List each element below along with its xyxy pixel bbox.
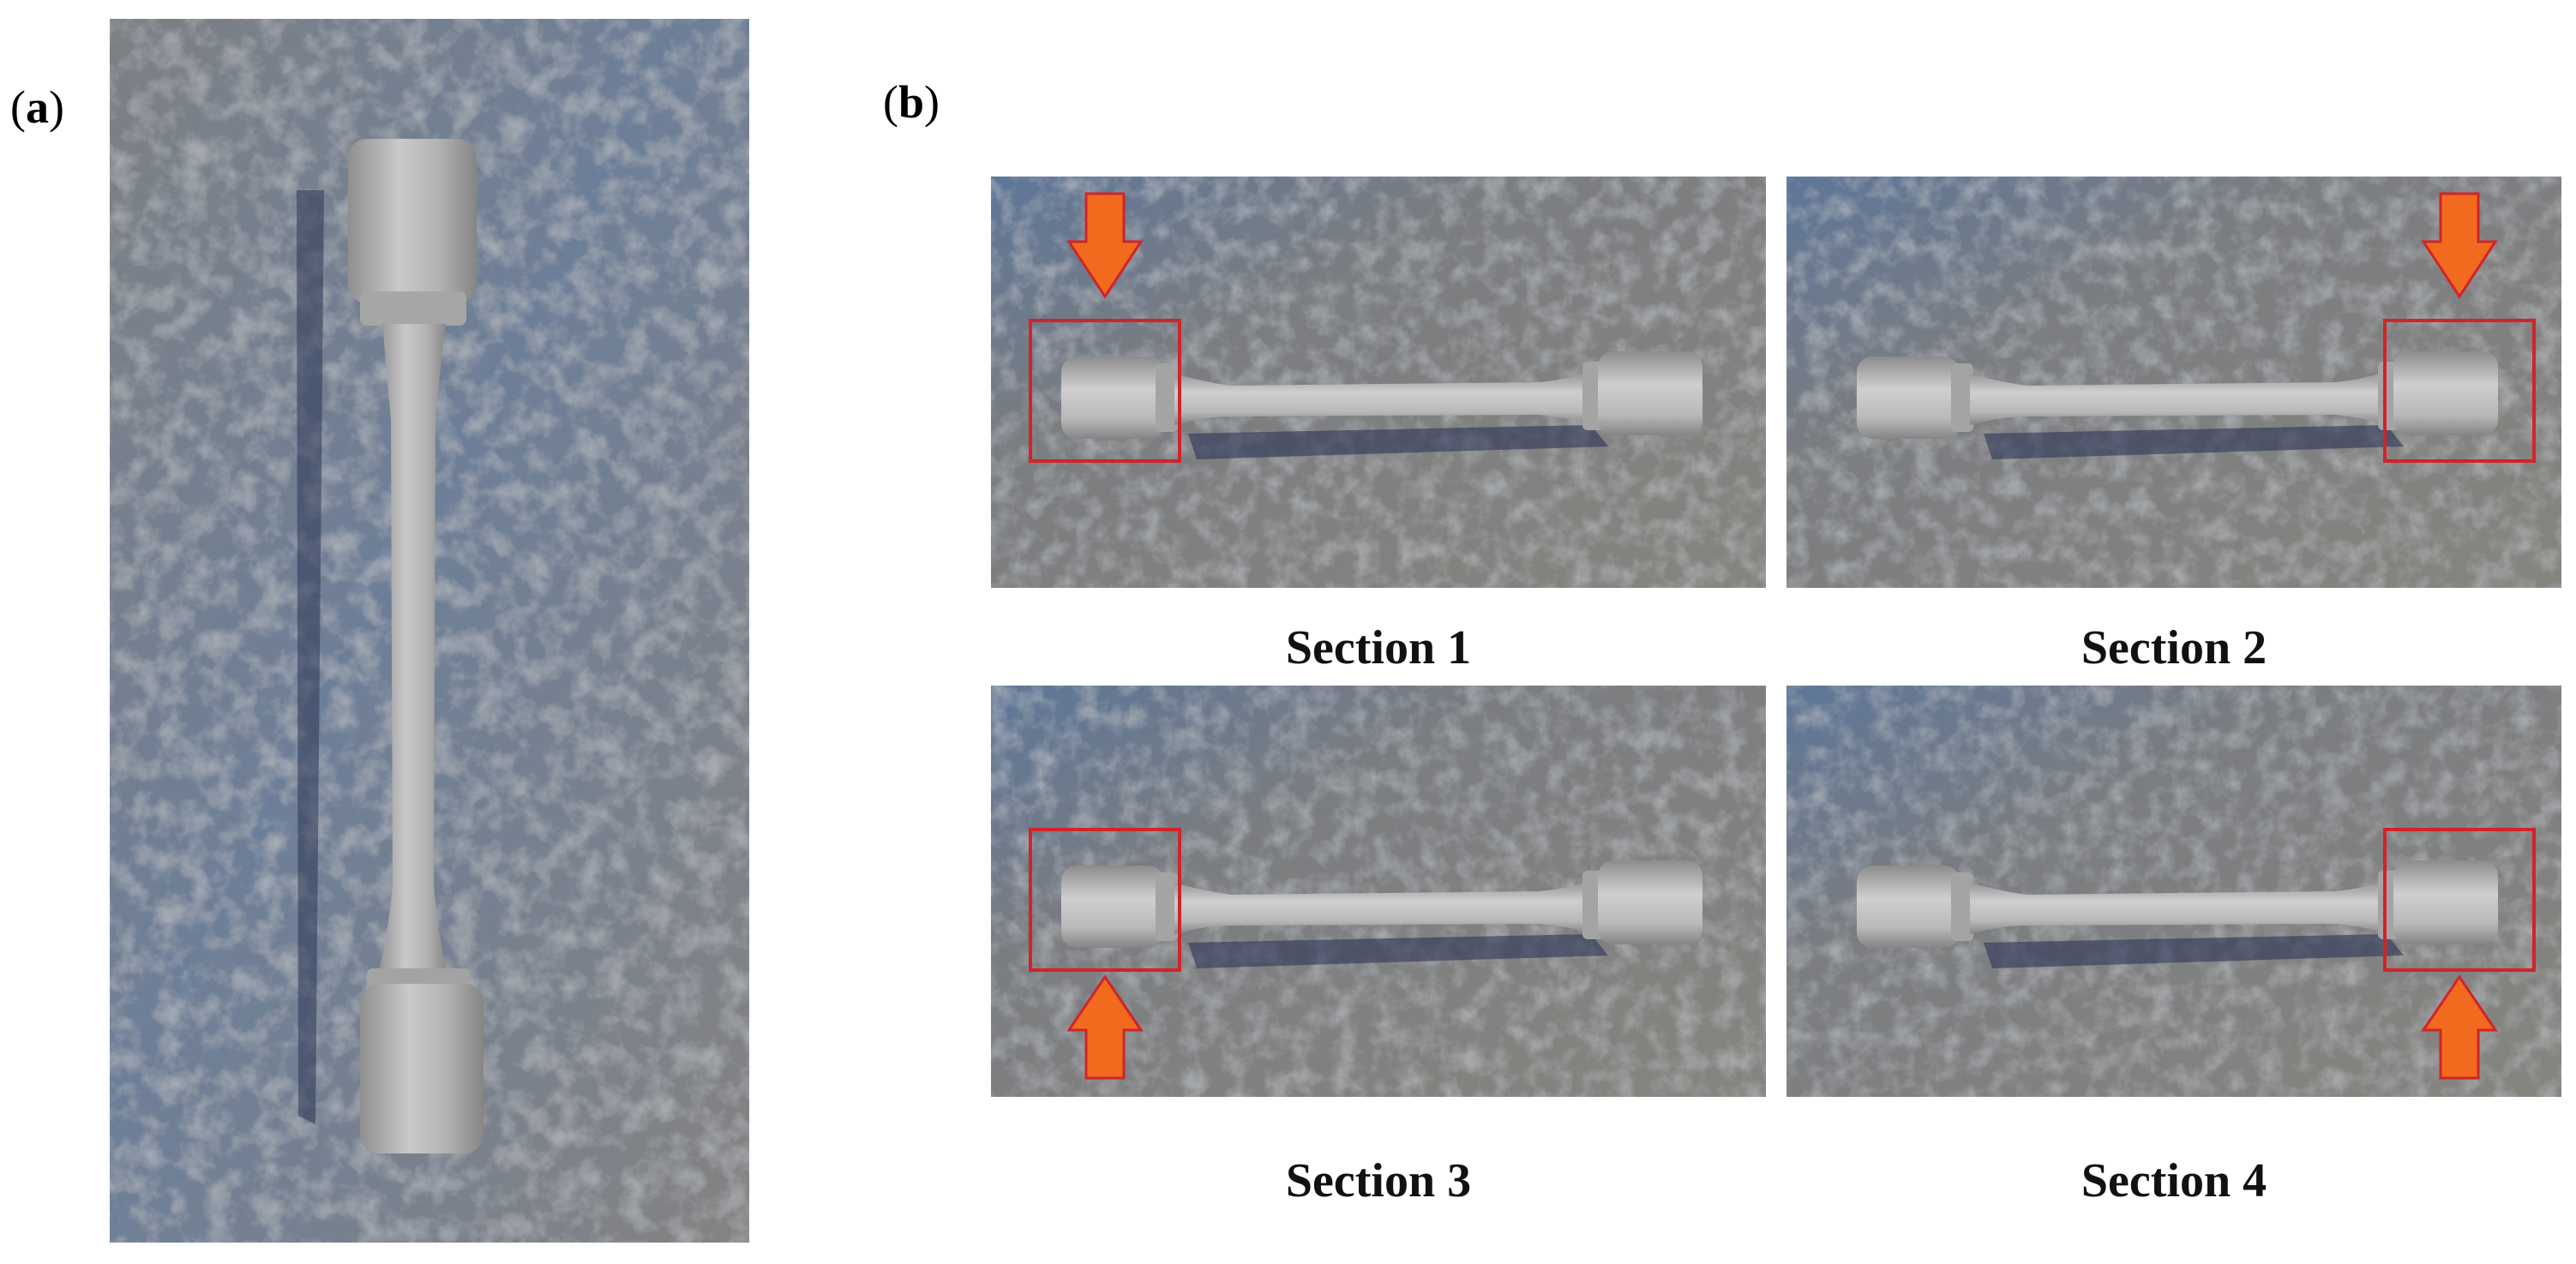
specimen-grip-right	[2393, 351, 2498, 435]
specimen-grip-right	[1598, 351, 1702, 435]
section-2-caption: Section 2	[2081, 621, 2267, 674]
section-3-photo	[991, 686, 1766, 1097]
specimen-shadow	[1984, 934, 2404, 968]
section-1-caption: Section 1	[1285, 621, 1472, 674]
highlight-box	[2383, 828, 2536, 972]
section-4-svg	[1786, 686, 2561, 1097]
arrow-icon	[2421, 974, 2498, 1080]
specimen-shadow	[1984, 425, 2404, 459]
specimen-grip-left	[1857, 356, 1960, 439]
panel-label-b: (b)	[883, 76, 940, 128]
specimen-vertical-svg	[110, 19, 749, 1243]
specimen-grip-left	[1857, 866, 1960, 948]
specimen-photo-vertical	[110, 19, 749, 1243]
specimen-grip-top	[348, 139, 477, 303]
arrow-icon	[2421, 192, 2498, 299]
specimen-grip-bottom	[360, 984, 483, 1153]
specimen-grip-left	[1061, 356, 1164, 439]
section-4-caption: Section 4	[2081, 1154, 2267, 1207]
section-4-photo	[1786, 686, 2561, 1097]
arrow-icon	[1066, 192, 1144, 299]
arrow-icon	[1066, 974, 1144, 1080]
section-2-photo	[1786, 177, 2561, 588]
specimen-shadow	[1188, 425, 1608, 459]
specimen-gauge	[1174, 879, 1591, 934]
specimen-gauge	[1970, 370, 2387, 425]
specimen-shadow	[1188, 934, 1608, 968]
highlight-box	[1029, 828, 1181, 972]
specimen-gauge	[1174, 370, 1591, 425]
section-3-svg	[991, 686, 1766, 1097]
panel-label-a: (a)	[10, 81, 64, 133]
specimen-gauge	[377, 324, 447, 979]
specimen-grip-right	[1598, 860, 1702, 944]
highlight-box	[1029, 319, 1181, 463]
specimen-gauge	[1970, 879, 2387, 934]
specimen-shadow	[297, 190, 324, 1124]
highlight-box	[2383, 319, 2536, 463]
specimen-grip-left	[1061, 866, 1164, 948]
section-1-photo	[991, 177, 1766, 588]
section-3-caption: Section 3	[1285, 1154, 1472, 1207]
specimen-grip-right	[2393, 860, 2498, 944]
section-2-svg	[1786, 177, 2561, 588]
section-1-svg	[991, 177, 1766, 588]
